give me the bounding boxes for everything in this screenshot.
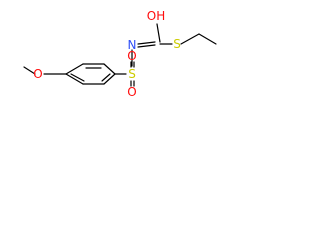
thioether-sulfur-label: S xyxy=(173,37,181,51)
ring-bond xyxy=(65,63,84,75)
sulfonyl-oxygen-top-label: O xyxy=(127,49,136,63)
hydroxyl-label: OH xyxy=(147,9,165,23)
ring-bond xyxy=(103,63,116,75)
molecule-diagram: O S O O N OH S xyxy=(23,9,217,99)
carbon-to-hydroxyl-bond xyxy=(156,23,161,43)
ring-bond xyxy=(103,73,116,85)
ring-double-bond xyxy=(70,73,85,82)
sulfonyl-oxygen-bottom-label: O xyxy=(127,85,136,99)
bonds xyxy=(23,23,217,87)
nitrogen-label: N xyxy=(128,38,137,52)
imine-double-bond xyxy=(137,44,156,48)
molecule-structure: O S O O N OH S xyxy=(0,0,250,125)
ethyl-bond xyxy=(198,33,217,45)
ethyl-bond xyxy=(180,33,200,45)
atom-labels: O S O O N OH S xyxy=(33,9,181,99)
ring-bond xyxy=(65,73,84,85)
methyl-bond xyxy=(23,66,36,75)
sulfonyl-sulfur-label: S xyxy=(128,67,136,81)
methoxy-oxygen-label: O xyxy=(33,67,42,81)
imine-double-bond xyxy=(137,41,156,45)
ring-double-bond xyxy=(101,73,111,82)
